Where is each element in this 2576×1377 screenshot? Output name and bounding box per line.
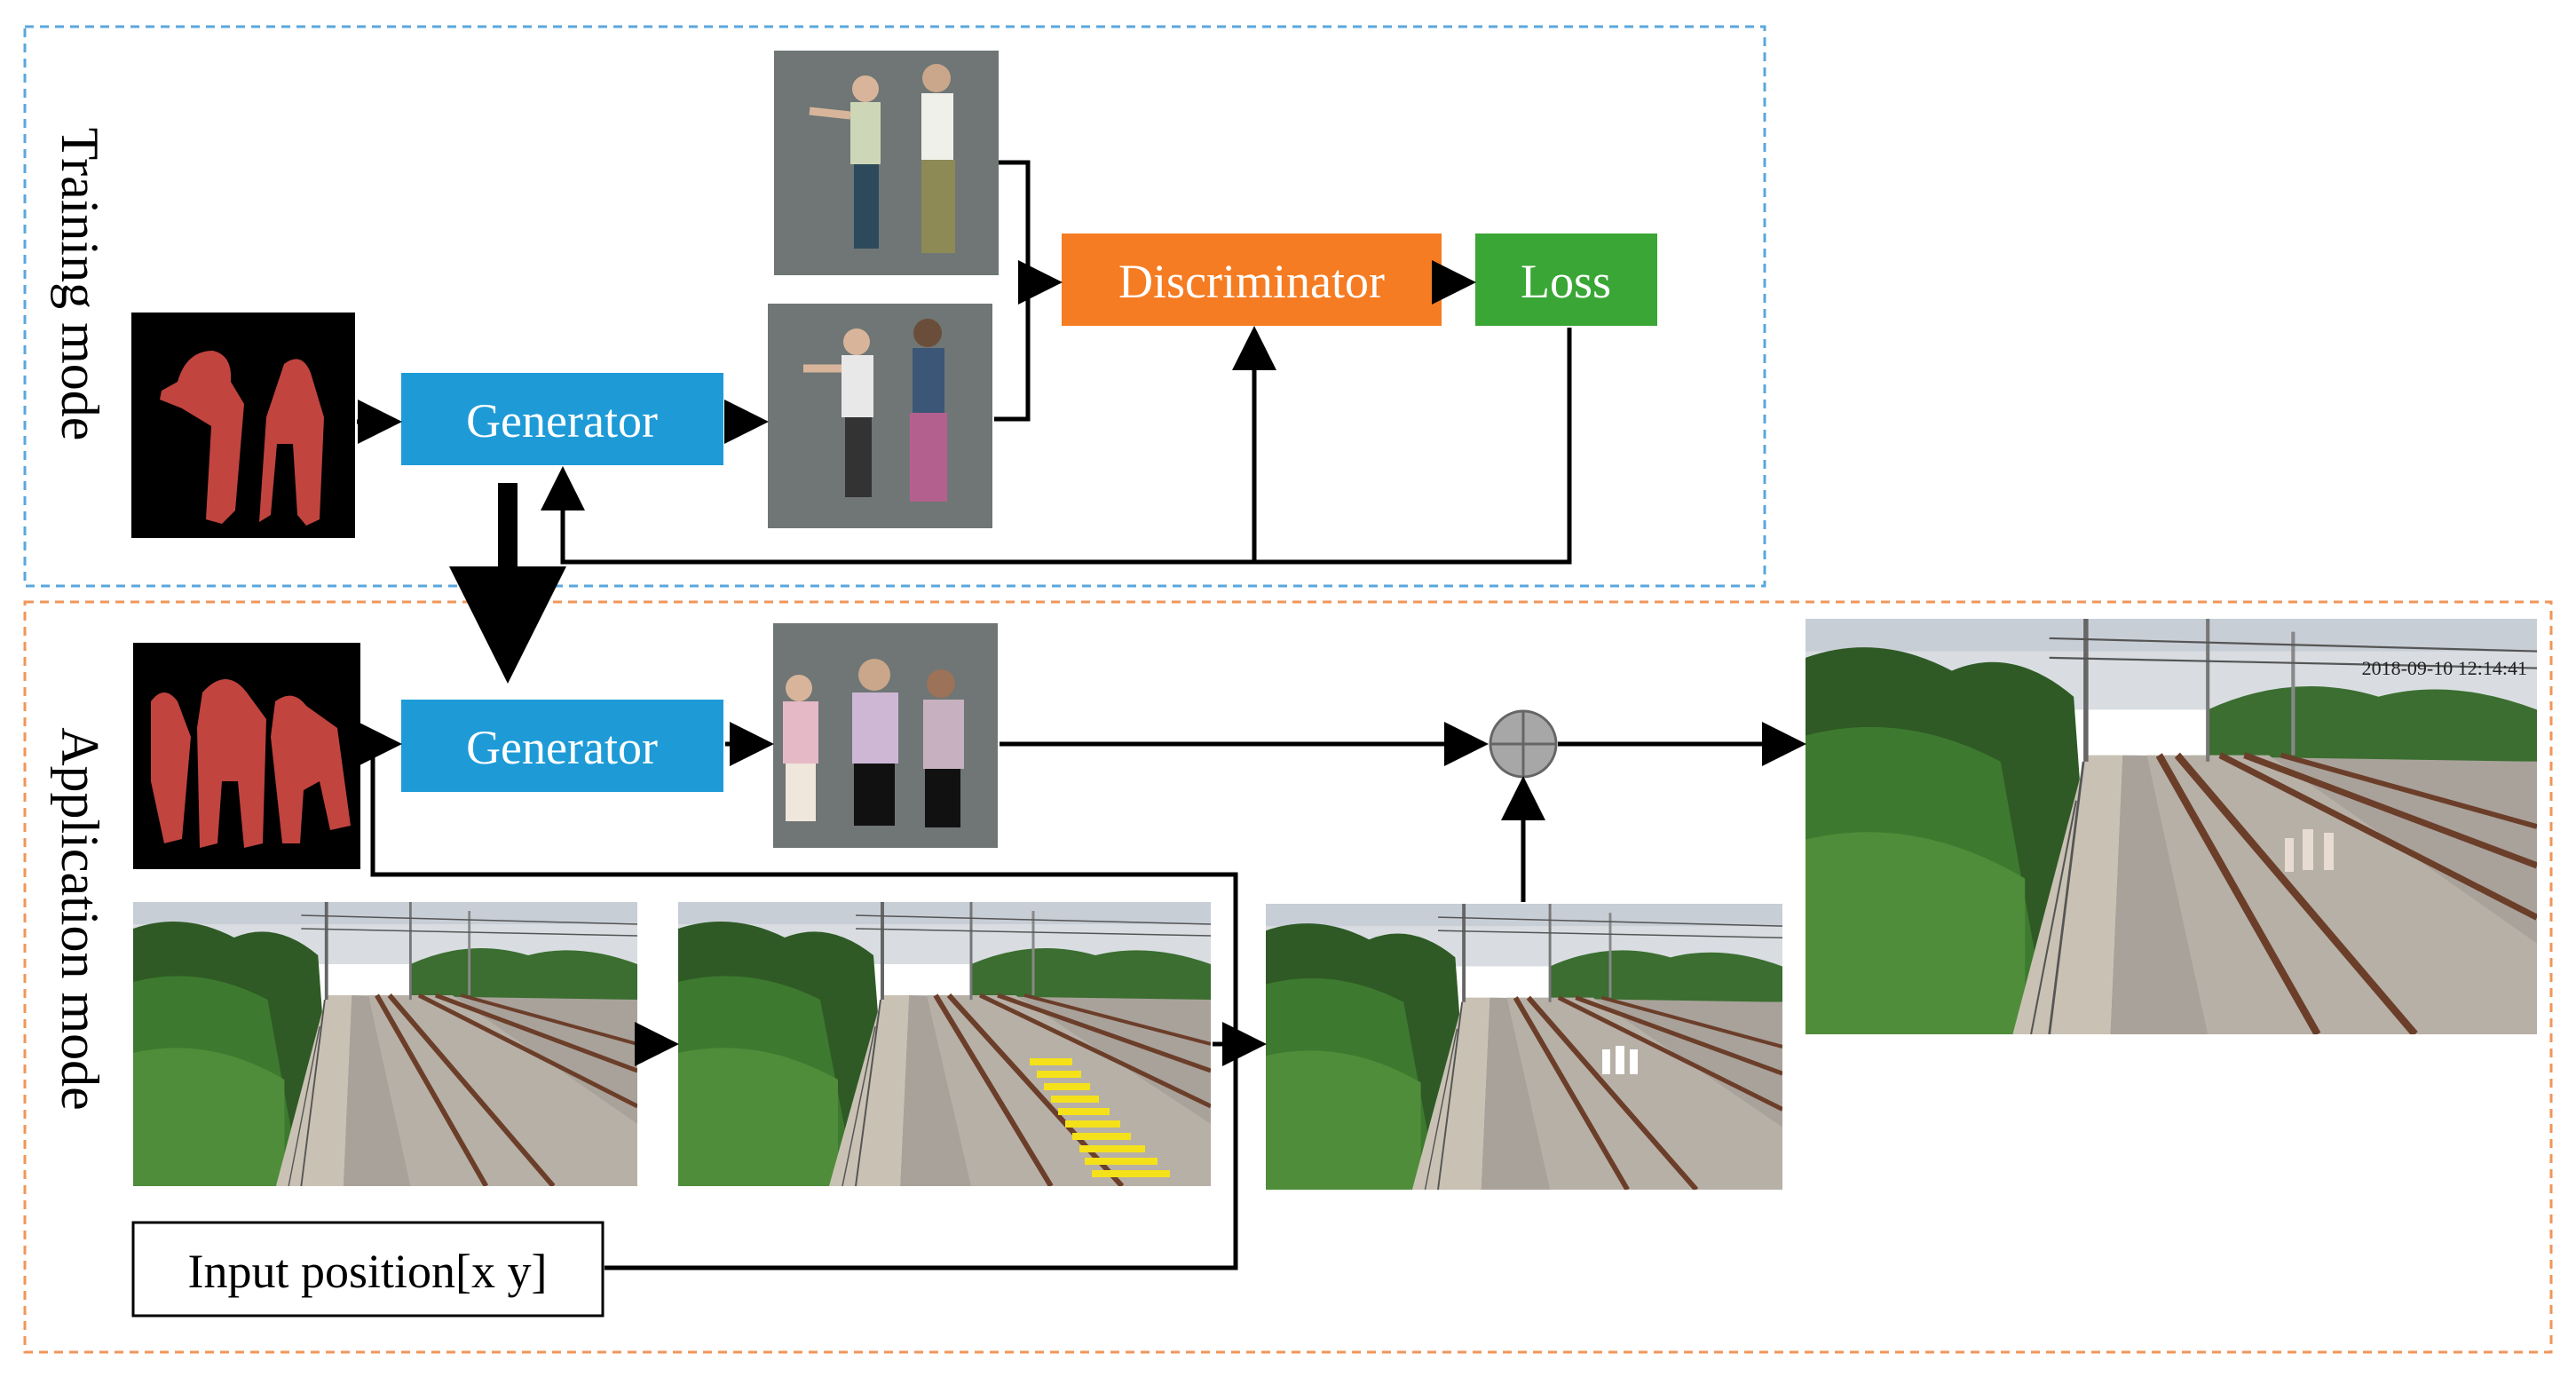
training-mode-frame bbox=[23, 25, 1766, 588]
training-mode-label: Training mode bbox=[51, 128, 109, 441]
final-result-timestamp: 2018-09-10 12:14:41 bbox=[2362, 657, 2527, 679]
input-position-label: Input position[x y] bbox=[188, 1245, 548, 1298]
generator-training-label: Generator bbox=[466, 394, 658, 447]
generator-training-block bbox=[401, 373, 723, 465]
generator-application-label: Generator bbox=[466, 721, 658, 774]
training-mask-image bbox=[131, 313, 355, 538]
application-generated-persons-image bbox=[773, 623, 998, 848]
generator-application-block bbox=[401, 700, 723, 792]
loss-label: Loss bbox=[1521, 255, 1611, 308]
training-connectors bbox=[357, 160, 1572, 565]
training-generated-persons-image bbox=[768, 304, 992, 528]
discriminator-label: Discriminator bbox=[1118, 255, 1385, 308]
discriminator-block bbox=[1062, 233, 1442, 326]
rail-scene-final-result: 2018-09-10 12:14:41 bbox=[1806, 619, 2537, 1034]
training-real-persons-image bbox=[774, 51, 999, 275]
application-connectors bbox=[358, 722, 1806, 1270]
input-position-box bbox=[131, 1221, 604, 1318]
loss-block bbox=[1475, 233, 1657, 326]
rail-scene-position-marked bbox=[678, 902, 1211, 1186]
rail-scene-with-silhouettes bbox=[1266, 904, 1782, 1190]
application-mode-frame bbox=[23, 600, 2553, 1354]
application-mode-label: Application mode bbox=[51, 727, 109, 1111]
rail-scene-original bbox=[133, 902, 637, 1186]
application-mask-image bbox=[133, 643, 360, 869]
sum-node bbox=[1489, 709, 1558, 779]
